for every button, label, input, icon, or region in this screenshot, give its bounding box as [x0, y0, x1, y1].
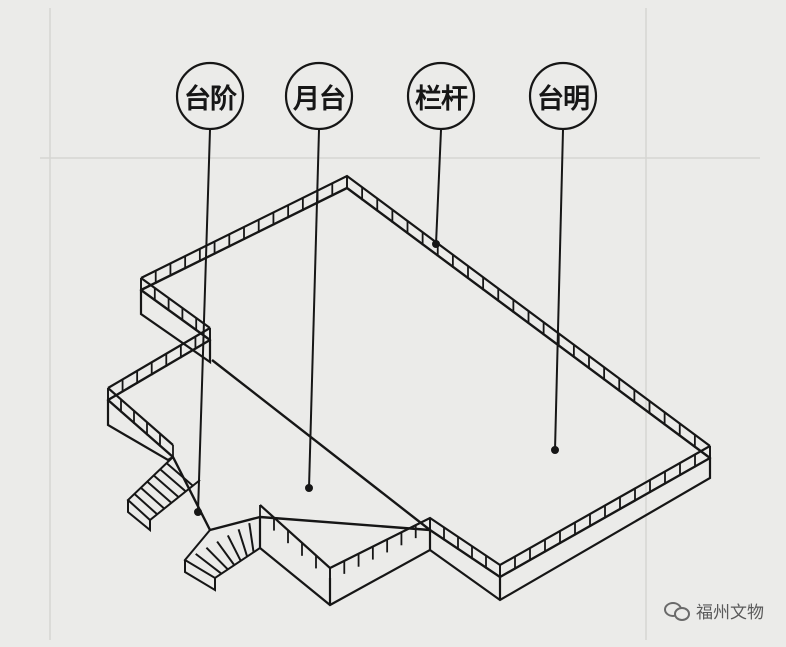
leader-line-taijie — [197, 129, 211, 513]
callout-label-taijie: 台阶 — [184, 83, 237, 115]
wechat-icon — [664, 601, 690, 621]
leader-dot-yuetai — [305, 484, 313, 492]
leader-line-langan — [435, 129, 442, 245]
paper-background-lines — [40, 8, 760, 640]
leader-line-yuetai — [308, 129, 320, 489]
stair-step — [205, 547, 229, 571]
watermark-text: 福州文物 — [696, 603, 764, 623]
stair-step — [133, 493, 158, 516]
callout-circle-taijie — [175, 61, 245, 131]
callout-circle-yuetai — [284, 61, 354, 131]
stair-step — [248, 522, 255, 553]
stair-step — [159, 468, 187, 493]
stairs — [126, 456, 261, 592]
callout-label-langan: 栏杆 — [415, 83, 468, 115]
stair-step — [165, 462, 194, 487]
platform-side-faces — [106, 290, 712, 607]
stair-step — [195, 553, 223, 575]
leader-dot-taiming — [551, 446, 559, 454]
stair-steps-upper — [133, 462, 194, 516]
stair-steps-lower — [195, 522, 255, 575]
stair-step — [140, 486, 165, 510]
stair-step — [226, 534, 242, 562]
railing-posts — [107, 176, 711, 581]
stair-step — [216, 540, 236, 566]
stair-step — [146, 480, 173, 504]
callout-circle-taiming — [528, 61, 598, 131]
callout-circles — [175, 61, 598, 131]
watermark: 福州文物 — [664, 598, 764, 623]
stair-step — [237, 528, 249, 557]
callout-leader-lines — [194, 129, 564, 516]
callout-label-yuetai: 月台 — [293, 83, 346, 115]
leader-line-taiming — [554, 129, 564, 451]
stair-step — [153, 474, 180, 498]
callout-label-taiming: 台明 — [537, 83, 590, 115]
callout-circle-langan — [406, 61, 476, 131]
